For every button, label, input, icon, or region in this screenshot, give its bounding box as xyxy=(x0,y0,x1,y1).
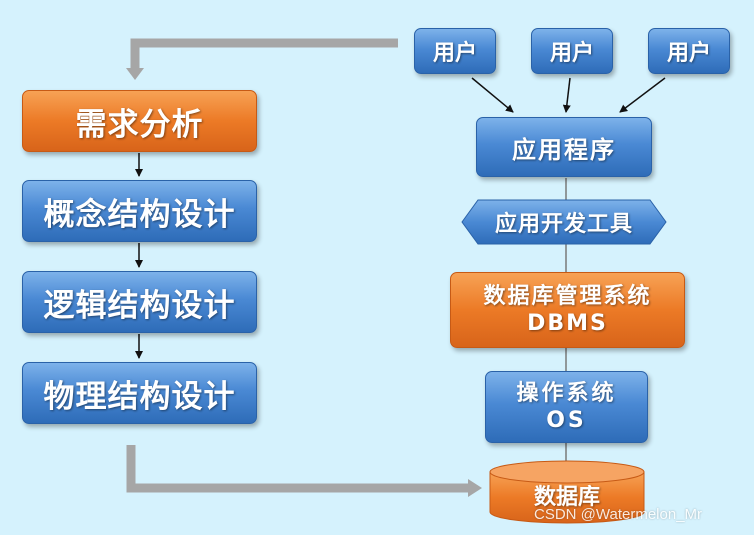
step-physical-design: 物理结构设计 xyxy=(22,362,257,424)
arrow-user2-app xyxy=(562,77,571,113)
database-label: 数据库 xyxy=(533,485,600,510)
os-label-line2: OS xyxy=(546,408,587,433)
watermark-text: CSDN @Watermelon_Mr xyxy=(534,506,703,523)
dev-tool-label: 应用开发工具 xyxy=(494,212,633,237)
step-logical-design: 逻辑结构设计 xyxy=(22,271,257,333)
step-requirement-analysis: 需求分析 xyxy=(22,90,257,152)
os-box: 操作系统 OS xyxy=(485,371,648,443)
user-box-2: 用户 xyxy=(531,28,613,74)
dbms-box: 数据库管理系统 DBMS xyxy=(450,272,685,348)
step-conceptual-design: 概念结构设计 xyxy=(22,180,257,242)
application-program-label: 应用程序 xyxy=(512,135,616,164)
feedback-arrow-bottom xyxy=(126,445,482,497)
database-cylinder xyxy=(489,460,645,524)
user-box-2-label: 用户 xyxy=(549,41,594,66)
application-program-box: 应用程序 xyxy=(476,117,652,177)
step-conceptual-design-label: 概念结构设计 xyxy=(43,196,236,233)
step-logical-design-label: 逻辑结构设计 xyxy=(43,287,236,324)
arrow-user1-app xyxy=(471,77,514,113)
os-label-line1: 操作系统 xyxy=(516,380,617,406)
step-physical-design-label: 物理结构设计 xyxy=(43,378,236,415)
user-box-1: 用户 xyxy=(414,28,496,74)
user-box-1-label: 用户 xyxy=(432,41,477,66)
user-box-3: 用户 xyxy=(648,28,730,74)
user-box-3-label: 用户 xyxy=(666,41,711,66)
dbms-label-line2: DBMS xyxy=(527,311,608,336)
arrow-user3-app xyxy=(619,77,666,113)
dev-tool-hexagon xyxy=(461,199,667,245)
feedback-arrow-top xyxy=(126,38,398,80)
step-requirement-analysis-label: 需求分析 xyxy=(75,106,204,143)
dbms-label-line1: 数据库管理系统 xyxy=(483,283,652,309)
